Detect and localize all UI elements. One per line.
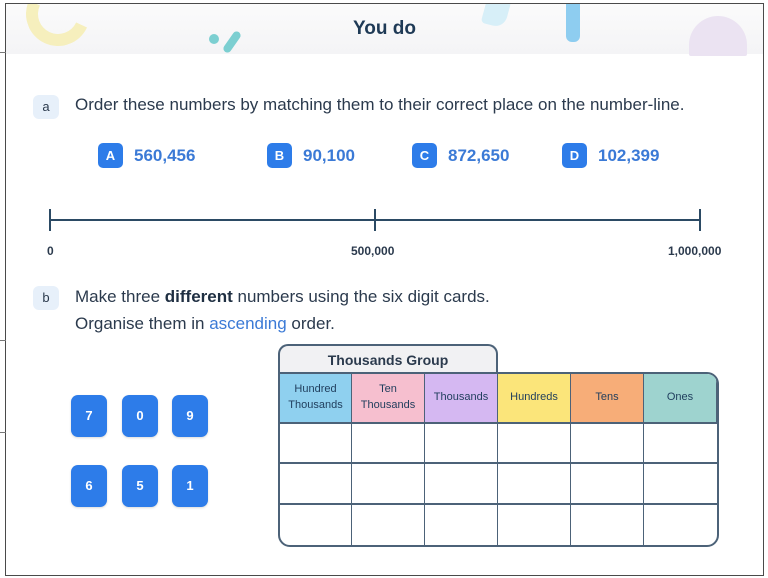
number-line-tick-end [699, 209, 701, 231]
column-header-ones: Ones [644, 374, 717, 424]
column-header-ten-thousands: Ten Thousands [352, 374, 425, 424]
decorative-blob-shape [566, 4, 580, 42]
table-cell[interactable] [498, 464, 571, 505]
card-value: 872,650 [448, 145, 510, 165]
number-card-c[interactable]: C 872,650 [412, 143, 509, 168]
slide-header: You do [6, 4, 763, 56]
number-line-label-start: 0 [47, 244, 54, 258]
text-segment: Organise them in [75, 314, 210, 333]
digit-card-0[interactable]: 0 [122, 395, 158, 437]
column-header-hundred-thousands: Hundred Thousands [280, 374, 352, 424]
digit-card-1[interactable]: 1 [172, 465, 208, 507]
part-a-badge: a [33, 95, 59, 119]
table-cell[interactable] [280, 424, 352, 464]
table-cell[interactable] [571, 464, 644, 505]
number-card-a[interactable]: A 560,456 [98, 143, 195, 168]
table-cell[interactable] [571, 424, 644, 464]
decorative-dome-shape [689, 16, 747, 56]
card-value: 560,456 [134, 145, 196, 165]
card-value: 90,100 [303, 145, 355, 165]
decorative-dot-shape [209, 34, 219, 44]
table-cell[interactable] [280, 505, 352, 545]
place-value-table: Hundred Thousands Ten Thousands Thousand… [278, 372, 719, 547]
card-letter-badge: C [412, 143, 437, 168]
table-cell[interactable] [425, 505, 498, 545]
number-card-d[interactable]: D 102,399 [562, 143, 659, 168]
number-line-label-mid: 500,000 [351, 244, 395, 258]
text-segment: Make three [75, 287, 165, 306]
digit-card-7[interactable]: 7 [71, 395, 107, 437]
text-segment: order. [286, 314, 335, 333]
table-cell[interactable] [352, 505, 425, 545]
card-letter-badge: D [562, 143, 587, 168]
number-line-label-end: 1,000,000 [668, 244, 722, 258]
digit-card-5[interactable]: 5 [122, 465, 158, 507]
frame-edge-mark [0, 432, 6, 433]
table-cell[interactable] [352, 424, 425, 464]
frame-edge-mark [0, 52, 6, 53]
table-cell[interactable] [644, 505, 717, 545]
number-line-tick-start [49, 209, 51, 231]
card-letter-badge: A [98, 143, 123, 168]
table-cell[interactable] [644, 424, 717, 464]
digit-card-6[interactable]: 6 [71, 465, 107, 507]
accent-text: ascending [209, 314, 287, 333]
card-letter-badge: B [267, 143, 292, 168]
table-cell[interactable] [644, 464, 717, 505]
text-segment: numbers using the six digit cards. [232, 287, 490, 306]
part-b-instruction-line2: Organise them in ascending order. [75, 314, 335, 334]
table-cell[interactable] [280, 464, 352, 505]
card-value: 102,399 [598, 145, 660, 165]
part-b-instruction-line1: Make three different numbers using the s… [75, 287, 490, 307]
thousands-group-header: Thousands Group [278, 344, 498, 374]
table-cell[interactable] [498, 505, 571, 545]
column-header-tens: Tens [571, 374, 644, 424]
emphasis-text: different [164, 287, 233, 306]
number-card-b[interactable]: B 90,100 [267, 143, 355, 168]
table-cell[interactable] [498, 424, 571, 464]
part-b-badge: b [33, 286, 59, 310]
table-cell[interactable] [352, 464, 425, 505]
part-a-instruction: Order these numbers by matching them to … [75, 95, 685, 114]
table-cell[interactable] [571, 505, 644, 545]
number-line-tick-mid [374, 209, 376, 231]
page-title: You do [353, 18, 416, 39]
column-header-hundreds: Hundreds [498, 374, 571, 424]
worksheet-frame: You do a Order these numbers by matching… [5, 3, 764, 576]
column-header-thousands: Thousands [425, 374, 498, 424]
frame-edge-mark [0, 340, 6, 341]
table-cell[interactable] [425, 424, 498, 464]
digit-card-9[interactable]: 9 [172, 395, 208, 437]
table-cell[interactable] [425, 464, 498, 505]
